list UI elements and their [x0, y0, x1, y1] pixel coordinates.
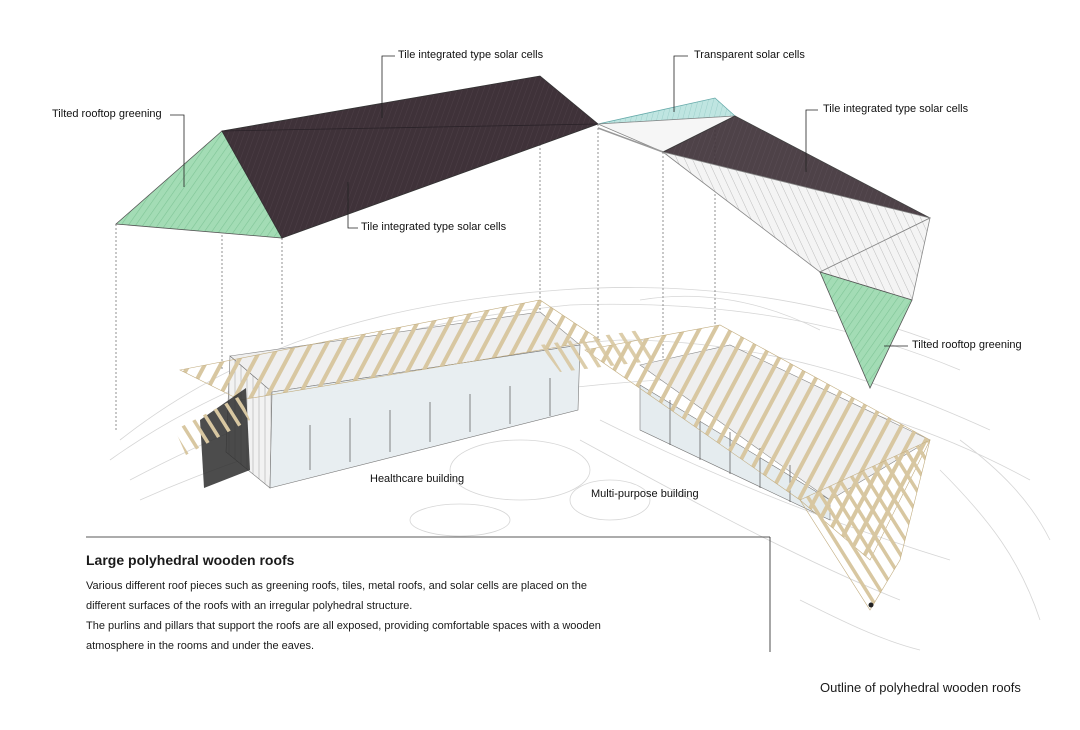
roof-solar-main	[221, 75, 599, 239]
description-heading: Large polyhedral wooden roofs	[86, 552, 295, 568]
figure-caption: Outline of polyhedral wooden roofs	[820, 680, 1021, 695]
label-greening-right: Tilted rooftop greening	[912, 339, 1022, 351]
leader-lines	[86, 55, 908, 652]
label-transparent-solar: Transparent solar cells	[694, 49, 805, 61]
label-multipurpose-building: Multi-purpose building	[591, 488, 699, 500]
label-tile-solar-top: Tile integrated type solar cells	[398, 49, 544, 61]
roof-greening-right	[819, 271, 913, 389]
label-tile-solar-mid: Tile integrated type solar cells	[361, 221, 507, 233]
label-tile-solar-right: Tile integrated type solar cells	[823, 103, 969, 115]
multipurpose-building	[540, 324, 931, 611]
label-healthcare-building: Healthcare building	[370, 473, 465, 485]
description-line-1: Various different roof pieces such as gr…	[86, 580, 587, 592]
description-line-2: different surfaces of the roofs with an …	[86, 600, 413, 612]
description-line-3: The purlins and pillars that support the…	[86, 620, 601, 632]
label-greening-left: Tilted rooftop greening	[52, 108, 162, 120]
description-block: Large polyhedral wooden roofs Various di…	[86, 552, 726, 656]
description-line-4: atmosphere in the rooms and under the ea…	[86, 640, 315, 652]
healthcare-building	[175, 299, 601, 489]
roof-solar-right	[661, 115, 932, 301]
